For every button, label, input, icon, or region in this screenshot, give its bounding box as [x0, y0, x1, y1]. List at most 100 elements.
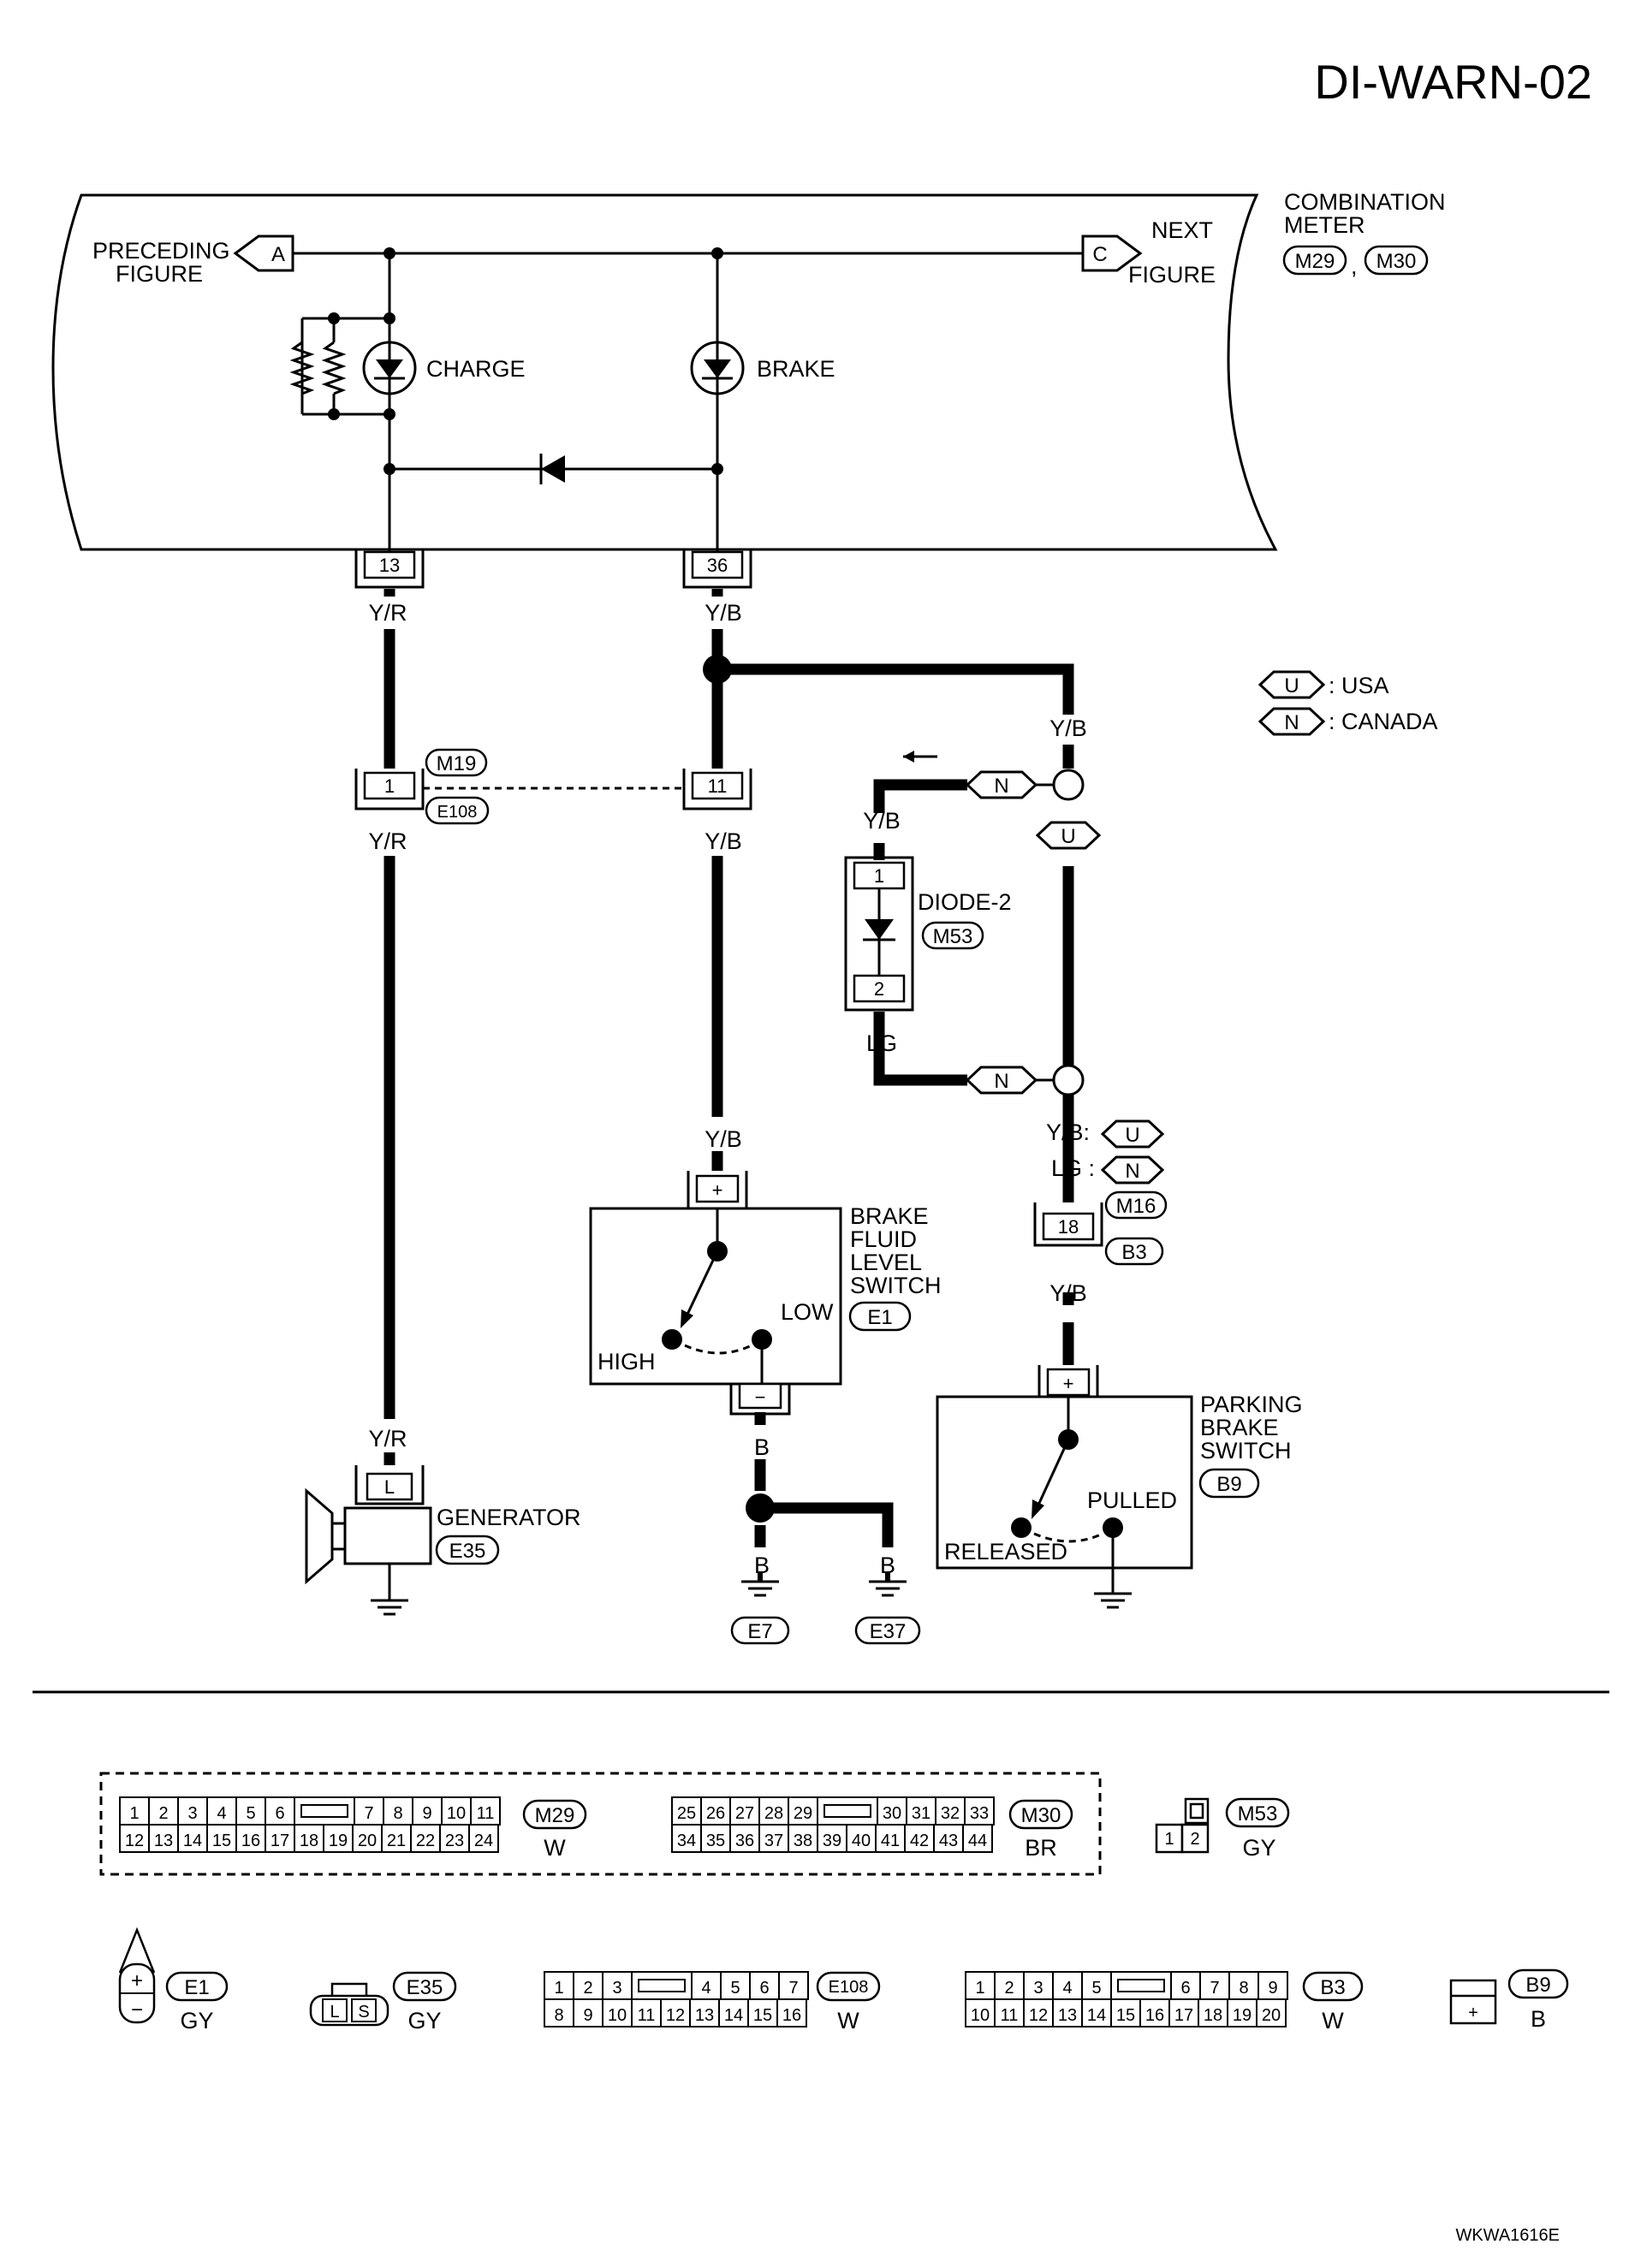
- connector-pin-cell: 9: [583, 2006, 592, 2025]
- meter-title-line2: METER: [1284, 212, 1365, 238]
- connector-view-e35: L S: [309, 1982, 389, 2027]
- meter-connector-m30: M30: [1364, 245, 1429, 276]
- ground-e37-connector: E37: [854, 1616, 921, 1645]
- connector-pin-cell: 17: [1174, 2006, 1193, 2025]
- connector-pin-cell: 19: [329, 1832, 348, 1850]
- preceding-figure-tag: A: [233, 235, 294, 272]
- svg-text:M30: M30: [1021, 1804, 1061, 1827]
- page-code: DI-WARN-02: [1314, 55, 1592, 109]
- svg-text:N: N: [994, 1070, 1008, 1093]
- connector-pin-cell: 5: [730, 1979, 740, 1998]
- connector-pin-cell: 30: [883, 1804, 901, 1823]
- harness-wires: [383, 589, 1074, 1547]
- svg-text:C: C: [1092, 243, 1107, 266]
- wire-label-yb-5: Y/B: [705, 1126, 742, 1152]
- connector-pin-cell: 15: [1116, 2006, 1135, 2025]
- connector-pin-cell: 15: [753, 2006, 772, 2025]
- next-figure-line2: FIGURE: [1128, 262, 1216, 288]
- connector-view-m29-color: W: [544, 1835, 566, 1861]
- connector-pin-cell: 42: [910, 1832, 929, 1850]
- svg-text:U: U: [1061, 825, 1075, 848]
- parking-connector-b9: B9: [1198, 1468, 1260, 1499]
- connector-pin-cell: 13: [154, 1832, 173, 1850]
- connector-pin-cell: 4: [217, 1804, 226, 1823]
- svg-text:M30: M30: [1376, 250, 1417, 273]
- connector-pin-cell: 35: [706, 1832, 725, 1850]
- generator-pin-l: L: [354, 1465, 425, 1505]
- connector-pin-cell: 6: [275, 1804, 284, 1823]
- connector-pin-cell: 1: [129, 1804, 139, 1823]
- brake-lamp-icon: [690, 341, 745, 395]
- meter-diode-icon: [539, 454, 565, 484]
- svg-text:18: 18: [1058, 1216, 1079, 1238]
- diode-n-tag-top: N: [965, 770, 1038, 799]
- arrow-left-icon: [903, 751, 937, 763]
- connector-pin-cell: 16: [1145, 2006, 1164, 2025]
- meter-connector-m29: M29: [1282, 245, 1347, 276]
- diode-open-circle-top: [1052, 769, 1085, 801]
- connector-pin-cell: 13: [695, 2006, 714, 2025]
- meter-title-line1: COMBINATION: [1284, 189, 1446, 215]
- connector-view-m53-color: GY: [1242, 1835, 1275, 1861]
- svg-text:1: 1: [384, 775, 395, 797]
- meter-junction-dots: [328, 247, 723, 475]
- parking-pulled-label: PULLED: [1087, 1487, 1177, 1513]
- ground-e7-connector: E7: [730, 1616, 790, 1645]
- connector-view-m29-tag: M29: [522, 1799, 587, 1830]
- combination-meter-frame: [51, 193, 1278, 551]
- brake-fluid-label-line3: LEVEL: [850, 1250, 922, 1275]
- parking-label-line1: PARKING: [1200, 1392, 1303, 1417]
- wire-label-yb-6: Y/B: [1049, 1280, 1087, 1306]
- parking-brake-switch: [936, 1395, 1193, 1594]
- wire-label-yb-3: Y/B: [1049, 715, 1087, 741]
- connector-pin-cell: 27: [735, 1804, 754, 1823]
- svg-text:+: +: [712, 1179, 723, 1201]
- ground-e37-icon: [869, 1573, 907, 1597]
- connector-pin-cell: 16: [782, 2006, 801, 2025]
- svg-text:E7: E7: [747, 1620, 772, 1643]
- connector-view-e108-color: W: [837, 2008, 859, 2033]
- charge-lamp-icon: [362, 341, 417, 395]
- svg-text:E35: E35: [449, 1540, 486, 1563]
- connector-pin-cell: 19: [1233, 2006, 1252, 2025]
- parking-label-line3: SWITCH: [1200, 1438, 1291, 1464]
- harness-junction-dots: [703, 655, 775, 1523]
- svg-text:+: +: [1063, 1373, 1074, 1394]
- diode-2-label: DIODE-2: [918, 889, 1012, 915]
- brake-fluid-pin-minus: −: [729, 1382, 791, 1416]
- connector-pin-cell: 33: [970, 1804, 989, 1823]
- connector-pin-cell: 17: [271, 1832, 289, 1850]
- connector-view-e35-color: GY: [407, 2008, 441, 2033]
- svg-text:E35: E35: [407, 1976, 443, 1999]
- connector-pin-cell: 43: [939, 1832, 958, 1850]
- connector-pin-cell: 25: [677, 1804, 696, 1823]
- brake-fluid-connector-e1: E1: [848, 1301, 912, 1332]
- svg-text:−: −: [131, 1998, 143, 2022]
- svg-text:N: N: [1284, 711, 1299, 734]
- svg-text:11: 11: [708, 775, 728, 797]
- connector-pin-cell: 6: [759, 1979, 769, 1998]
- connector-view-m53-tag: M53: [1225, 1797, 1290, 1828]
- svg-text:N: N: [1125, 1160, 1139, 1183]
- connector-pin-cell: 4: [1062, 1979, 1072, 1998]
- svg-text:M16: M16: [1116, 1195, 1156, 1218]
- svg-text:+: +: [1468, 2004, 1478, 2022]
- generator-label: GENERATOR: [437, 1505, 581, 1530]
- connector-pin-cell: 24: [474, 1832, 493, 1850]
- connector-pin-cell: 9: [1268, 1979, 1277, 1998]
- b3-connector: B3: [1104, 1237, 1164, 1266]
- svg-text:B3: B3: [1121, 1241, 1146, 1264]
- diode-u-tag: U: [1035, 821, 1102, 850]
- thin-leads: [1036, 783, 1053, 1082]
- wire-label-b-1: B: [754, 1434, 770, 1460]
- connector-pin-cell: 40: [852, 1832, 871, 1850]
- connector-pin-cell: 39: [823, 1832, 841, 1850]
- connector-pin-cell: 8: [393, 1804, 402, 1823]
- m16-n-tag: N: [1100, 1155, 1165, 1184]
- connector-pin-cell: 28: [764, 1804, 783, 1823]
- brake-fluid-switch: [589, 1207, 842, 1386]
- meter-pin-36: 36: [682, 549, 752, 589]
- svg-text:U: U: [1284, 674, 1299, 698]
